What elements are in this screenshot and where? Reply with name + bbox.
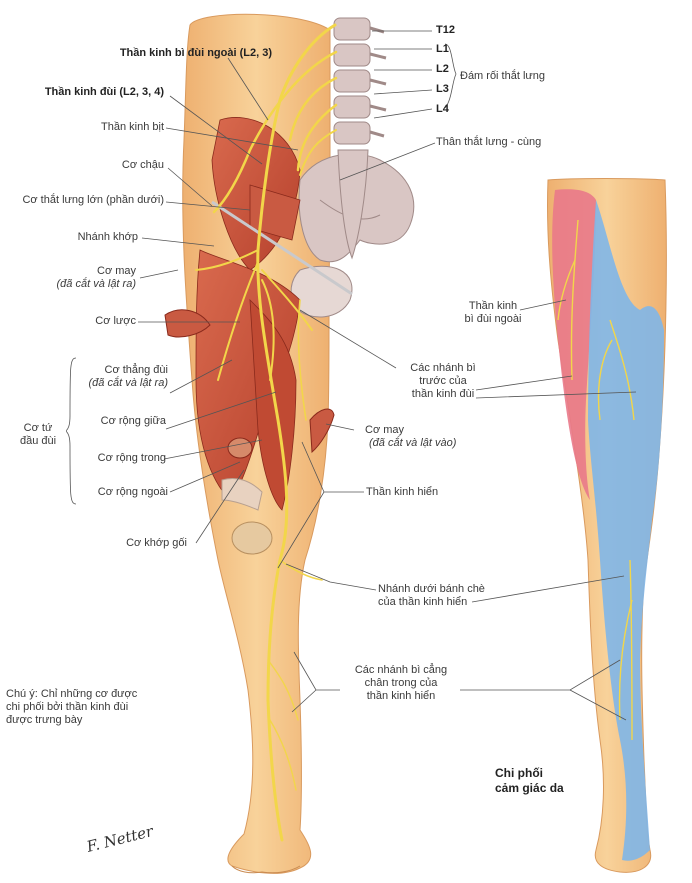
- label-sartorius-right: Cơ may: [365, 424, 404, 436]
- label-l1: L1: [436, 43, 449, 55]
- label-lumbosacral-trunk: Thân thắt lưng - cùng: [436, 136, 542, 148]
- leader-lines: [138, 30, 637, 721]
- label-rectus-femoris-note: (đã cắt và lật ra): [88, 377, 168, 389]
- label-anterior-cutaneous-1: Các nhánh bì: [410, 362, 476, 374]
- spine: [333, 17, 387, 260]
- nerve-tree-right: [557, 219, 635, 741]
- quadriceps-brace: [66, 357, 77, 505]
- label-anterior-cutaneous-2: trước của: [419, 375, 467, 387]
- label-lumbar-plexus: Đám rối thắt lưng: [460, 70, 546, 82]
- label-medial-crural-2: chân trong của: [364, 677, 438, 689]
- label-l3: L3: [436, 83, 449, 95]
- inguinal-ligament: [211, 200, 353, 296]
- label-lat-cut-right-2: bì đùi ngoài: [464, 313, 522, 325]
- label-quadriceps: Cơ tứ: [23, 422, 53, 434]
- footnote-line-2: chi phối bởi thần kinh đùi: [6, 701, 129, 713]
- lateral-zone: [552, 189, 596, 501]
- label-infrapatellar-2: của thần kinh hiển: [378, 596, 468, 608]
- right-leg: [546, 178, 667, 873]
- footnote-line-3: được trưng bày: [6, 714, 83, 726]
- label-sartorius-right-note: (đã cắt và lật vào): [369, 437, 457, 449]
- figure-title-line-2: cảm giác da: [495, 781, 564, 795]
- label-saphenous: Thần kinh hiển: [366, 486, 439, 498]
- medial-zone: [588, 200, 664, 861]
- label-psoas: Cơ thắt lưng lớn (phần dưới): [22, 194, 164, 206]
- label-quadriceps-2: đầu đùi: [19, 435, 57, 447]
- nerve-tree-left: [195, 23, 338, 842]
- label-articular-branch: Nhánh khớp: [77, 231, 138, 243]
- label-infrapatellar-1: Nhánh dưới bánh chè: [378, 583, 485, 595]
- footnote: Chú ý: Chỉ những cơ được chi phối bởi th…: [6, 688, 137, 727]
- label-lat-cut-right-1: Thần kinh: [468, 300, 518, 312]
- footnote-line-1: Chú ý: Chỉ những cơ được: [6, 688, 138, 700]
- thigh-muscles: [164, 117, 335, 555]
- label-l2: L2: [436, 63, 449, 75]
- label-lateral-femoral-cutaneous: Thần kinh bì đùi ngoài (L2, 3): [119, 47, 272, 59]
- label-vastus-intermedius: Cơ rộng giữa: [100, 415, 166, 427]
- label-obturator: Thần kinh bịt: [101, 121, 164, 133]
- label-iliacus: Cơ chậu: [121, 159, 164, 171]
- label-vastus-medialis: Cơ rộng trong: [97, 452, 166, 464]
- label-sartorius-left-note: (đã cắt và lật ra): [56, 278, 136, 290]
- label-vastus-lateralis: Cơ rộng ngoài: [97, 486, 168, 498]
- figure-title-line-1: Chi phối: [495, 766, 543, 780]
- label-rectus-femoris: Cơ thẳng đùi: [104, 364, 168, 376]
- label-anterior-cutaneous-3: thần kinh đùi: [411, 388, 475, 400]
- label-l4: L4: [436, 103, 449, 115]
- label-articularis-genus: Cơ khớp gối: [126, 537, 187, 549]
- label-femoral-nerve: Thần kinh đùi (L2, 3, 4): [44, 86, 164, 98]
- label-t12: T12: [436, 24, 455, 36]
- label-sartorius-left: Cơ may: [97, 265, 136, 277]
- label-medial-crural-3: thần kinh hiển: [366, 690, 436, 702]
- figure-title: Chi phối cảm giác da: [495, 766, 564, 796]
- label-medial-crural-1: Các nhánh bì cẳng: [354, 664, 448, 676]
- label-pectineus: Cơ lược: [95, 315, 136, 327]
